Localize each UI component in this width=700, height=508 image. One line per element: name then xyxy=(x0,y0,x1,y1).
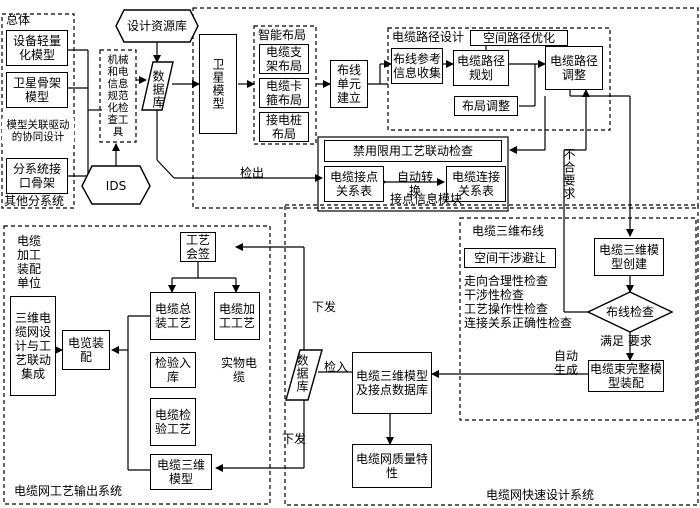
model3d-box: 电缆三维模型 xyxy=(150,454,212,490)
routing-check-label: 布线检查 xyxy=(605,305,654,319)
connector-table-box: 电缆连接关系表 xyxy=(446,166,506,202)
checkout-label: 检出 xyxy=(240,166,265,180)
check-item-4: 连接关系正确性检查 xyxy=(464,316,573,330)
integrate-box: 三维电缆网设计与工艺联动集成 xyxy=(10,296,56,396)
overall-title: 总体 xyxy=(6,13,31,27)
cable3d-title: 电缆三维布线 xyxy=(472,224,545,238)
routing-check-shape xyxy=(586,291,674,333)
forbid-check-box: 禁用限用工艺联动检查 xyxy=(324,140,502,162)
not-meet-label: 不合要求 xyxy=(562,148,576,200)
bundle-box: 电缆束完整模型装配 xyxy=(588,360,664,392)
space-avoid-box: 空间干涉避让 xyxy=(464,248,556,268)
route-design-title: 电缆路径设计 xyxy=(392,30,465,44)
assembly-proc-box: 电缆总装工艺 xyxy=(150,292,196,340)
import-label: 检入 xyxy=(324,360,349,374)
other-subsys-label: 其他分系统 xyxy=(4,194,65,208)
meet-label: 满足 要求 xyxy=(600,334,652,348)
inspect-proc-box: 电缆检验工艺 xyxy=(150,398,196,446)
bracket-box: 电缆支架布局 xyxy=(259,44,309,74)
route-design-region xyxy=(387,27,611,131)
clamp-box: 电缆卡箍布局 xyxy=(259,78,309,108)
model-db-box: 电缆三维模型及接点数据库 xyxy=(352,352,432,414)
check-item-1: 走向合理性检查 xyxy=(464,274,549,288)
auto-gen-label: 自动生成 xyxy=(553,349,578,377)
tool-region xyxy=(99,49,137,143)
fast-system-region xyxy=(284,204,699,506)
ref-info-box: 布线参考信息收集 xyxy=(391,48,443,84)
auto-convert-label: 自动转换 xyxy=(397,170,434,198)
assembly-box: 电览装配 xyxy=(62,330,110,370)
design-lib-shape xyxy=(115,9,199,43)
space-opt-box: 空间路径优化 xyxy=(470,30,568,46)
mech-check-label: 机械和电信息规范化检查工具 xyxy=(107,54,129,138)
unit-label: 电缆加工装配单位 xyxy=(16,234,41,290)
output-region xyxy=(3,225,271,505)
release-label-2: 下发 xyxy=(282,432,307,446)
sat-model-box: 卫星模型 xyxy=(199,34,237,134)
quality-box: 电缆网质量特性 xyxy=(352,444,432,488)
overall-region xyxy=(1,13,75,209)
top-region xyxy=(192,7,699,209)
check-item-2: 干涉性检查 xyxy=(464,288,525,302)
route-adjust-box: 电缆路径调整 xyxy=(545,46,603,90)
physical-cable-label: 实物电缆 xyxy=(220,356,257,384)
fast-region xyxy=(459,217,697,421)
sat-frame-box: 卫星骨架模型 xyxy=(6,72,68,108)
model-drive-text: 模型关联驱动的协同设计 xyxy=(2,118,74,144)
db-shape xyxy=(141,61,174,111)
smart-layout-title: 智能布局 xyxy=(258,28,307,42)
model-create-box: 电缆三维模型创建 xyxy=(594,238,664,276)
db-label: 数据库 xyxy=(151,70,165,109)
signoff-box: 工艺会签 xyxy=(180,232,216,262)
process-box: 电缆加工工艺 xyxy=(214,292,260,340)
contact-module-label: 接点信息模块 xyxy=(390,192,463,206)
inspect-store-box: 检验入库 xyxy=(150,352,196,388)
subsys-box: 分系统接口骨架 xyxy=(6,158,68,194)
ids-shape xyxy=(81,165,151,205)
output-system-label: 电缆网工艺输出系统 xyxy=(14,484,123,498)
layout-adjust-box: 布局调整 xyxy=(454,96,518,116)
ground-box: 接电桩布局 xyxy=(259,112,309,142)
ids-label: IDS xyxy=(105,179,127,193)
db2-shape xyxy=(285,349,323,401)
light-model-box: 设备轻量化模型 xyxy=(6,30,68,66)
release-label-1: 下发 xyxy=(312,300,337,314)
check-item-3: 工艺操作性检查 xyxy=(464,302,549,316)
design-lib-label: 设计资源库 xyxy=(126,19,187,33)
sat-model-label: 卫星模型 xyxy=(211,58,225,110)
route-plan-box: 电缆路径规划 xyxy=(453,50,509,86)
db2-label: 数据库 xyxy=(295,354,309,393)
unit-box: 布线单元建立 xyxy=(330,60,368,108)
fast-system-label: 电缆网快速设计系统 xyxy=(486,488,595,502)
contact-table-box: 电缆接点关系表 xyxy=(324,166,384,202)
